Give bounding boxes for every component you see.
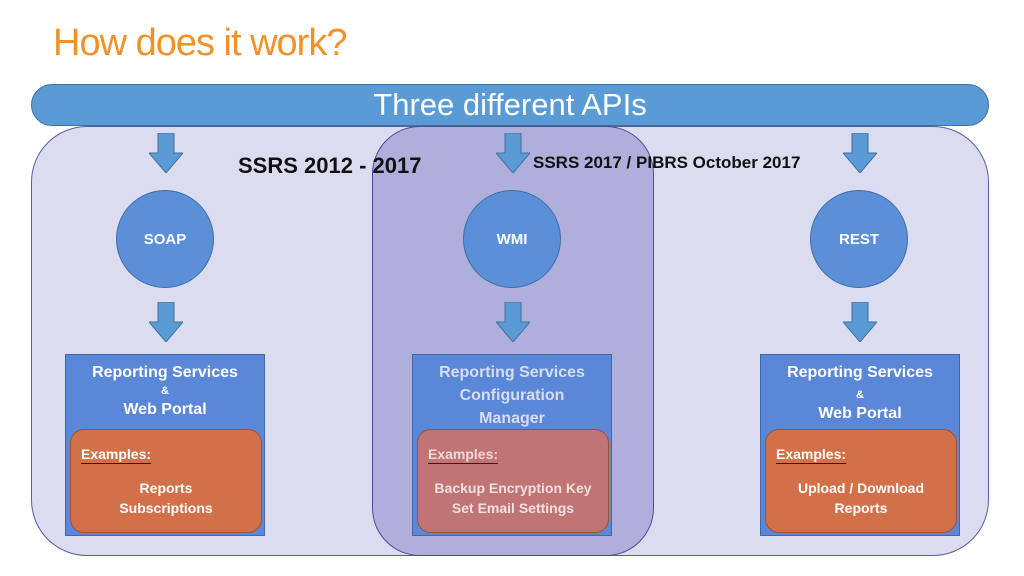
examples-label: Examples: xyxy=(81,446,152,464)
soap-target-box: Reporting Services & Web Portal Examples… xyxy=(65,354,265,536)
group-label-ssrs-2012-2017: SSRS 2012 - 2017 xyxy=(238,153,422,178)
slide-title: How does it work? xyxy=(53,22,347,64)
api-circle-wmi: WMI xyxy=(463,190,561,288)
banner-text: Three different APIs xyxy=(373,87,647,122)
api-circle-soap: SOAP xyxy=(116,190,214,288)
box-heading-line: Reporting Services xyxy=(439,364,585,381)
box-heading-line: Configuration xyxy=(459,387,565,404)
examples-list: Upload / Download Reports xyxy=(766,478,956,518)
box-heading-line: Manager xyxy=(479,410,545,427)
rest-target-box: Reporting Services & Web Portal Examples… xyxy=(760,354,960,536)
examples-list: Backup Encryption Key Set Email Settings xyxy=(418,478,608,518)
examples-box: Examples: Backup Encryption Key Set Emai… xyxy=(417,429,609,533)
box-heading: Reporting Services & Web Portal xyxy=(66,361,264,421)
examples-box: Examples: Upload / Download Reports xyxy=(765,429,957,533)
box-heading: Reporting Services & Web Portal xyxy=(761,361,959,425)
down-arrow-icon xyxy=(496,302,530,342)
example-item: Backup Encryption Key xyxy=(434,480,592,496)
example-item: Subscriptions xyxy=(119,500,213,516)
box-heading-line: Web Portal xyxy=(123,401,207,418)
box-heading-ampersand: & xyxy=(856,389,864,401)
example-item: Reports xyxy=(139,480,193,496)
banner-bar xyxy=(31,84,989,126)
example-item: Reports xyxy=(834,500,888,516)
example-item: Upload / Download xyxy=(798,480,924,496)
down-arrow-icon xyxy=(149,133,183,173)
examples-label: Examples: xyxy=(776,446,847,464)
examples-box: Examples: Reports Subscriptions xyxy=(70,429,262,533)
wmi-target-box: Reporting Services Configuration Manager… xyxy=(412,354,612,536)
down-arrow-icon xyxy=(496,133,530,173)
examples-list: Reports Subscriptions xyxy=(71,478,261,518)
examples-label: Examples: xyxy=(428,446,499,464)
down-arrow-icon xyxy=(843,302,877,342)
api-circle-rest: REST xyxy=(810,190,908,288)
down-arrow-icon xyxy=(843,133,877,173)
box-heading: Reporting Services Configuration Manager xyxy=(413,361,611,430)
down-arrow-icon xyxy=(149,302,183,342)
box-heading-ampersand: & xyxy=(161,385,169,397)
box-heading-line: Web Portal xyxy=(818,405,902,422)
box-heading-line: Reporting Services xyxy=(92,364,238,381)
example-item: Set Email Settings xyxy=(451,500,575,516)
box-heading-line: Reporting Services xyxy=(787,364,933,381)
group-label-ssrs-2017-pibrs: SSRS 2017 / PIBRS October 2017 xyxy=(533,153,801,172)
